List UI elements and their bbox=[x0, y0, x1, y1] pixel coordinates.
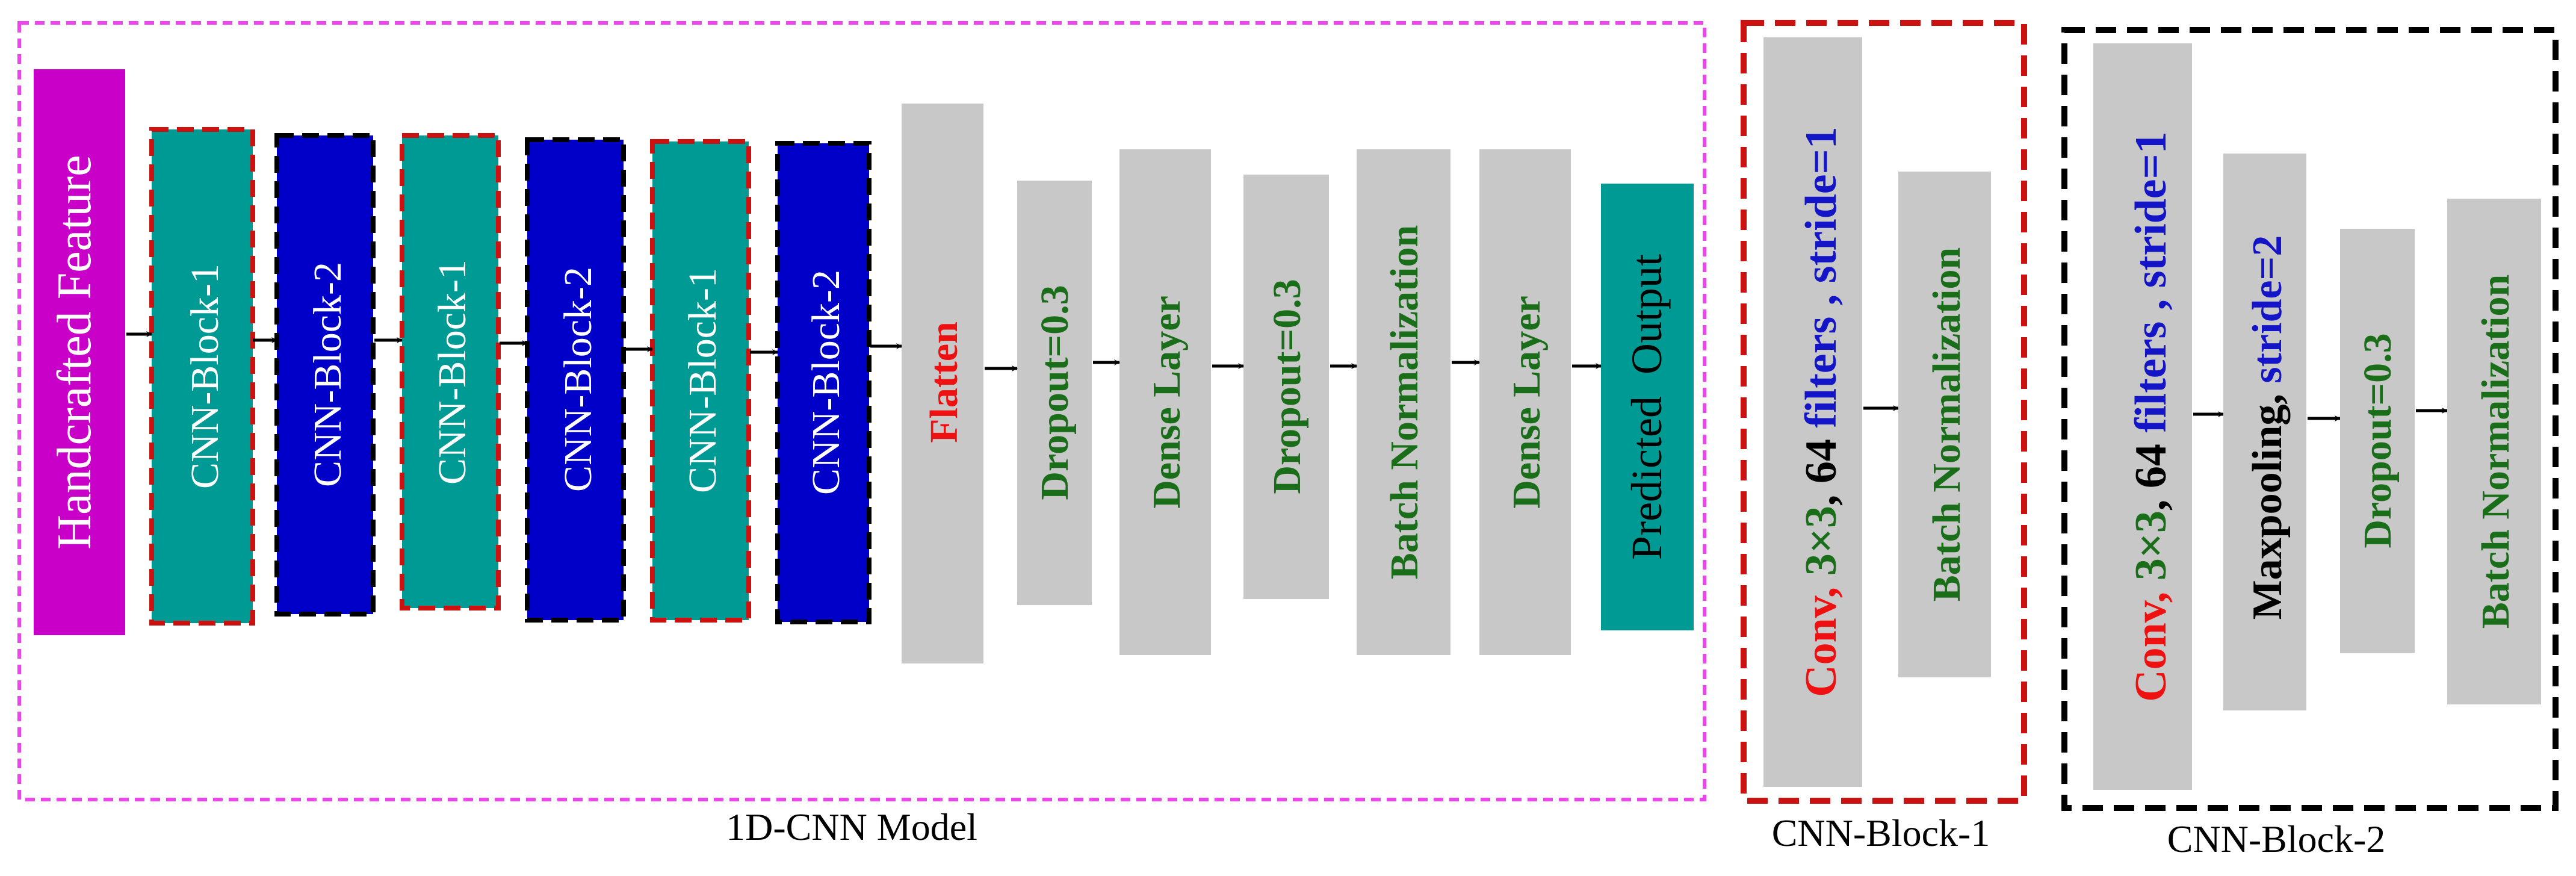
block2-conv-label: Conv, 3×3, 64 filters , stride=1 bbox=[2126, 131, 2176, 702]
block1-caption: CNN-Block-1 bbox=[1772, 812, 1990, 854]
svg-text:CNN-Block-2: CNN-Block-2 bbox=[306, 262, 350, 487]
flatten-box bbox=[902, 104, 983, 663]
svg-text:CNN-Block-1: CNN-Block-1 bbox=[430, 259, 474, 485]
dropout-label: Dropout=0.3 bbox=[1265, 279, 1309, 494]
block2-frame bbox=[2061, 27, 2559, 811]
block1-frame bbox=[1741, 20, 2027, 804]
dense-layer-label: Dense Layer bbox=[1145, 296, 1189, 509]
block2-maxpooling-box bbox=[2223, 154, 2306, 710]
dense-layer-box bbox=[1479, 149, 1571, 655]
cnn-block-1-box: CNN-Block-1 bbox=[650, 139, 751, 623]
cnn-block-2-box: CNN-Block-2 bbox=[525, 137, 626, 623]
handcrafted-feature-label: Handcrafted Feature bbox=[48, 155, 101, 549]
batch-normalization-box bbox=[1357, 149, 1451, 655]
batch-normalization-label: Batch Normalization bbox=[1382, 225, 1426, 579]
svg-text:CNN-Block-1: CNN-Block-1 bbox=[183, 264, 227, 489]
block2-batch-normalization-label: Batch Normalization bbox=[2474, 275, 2518, 629]
block2-caption: CNN-Block-2 bbox=[2167, 818, 2386, 860]
block2-batch-normalization-box bbox=[2447, 199, 2541, 704]
block1-batch-normalization-label: Batch Normalization bbox=[1925, 247, 1969, 601]
cnn-block-1-box: CNN-Block-1 bbox=[400, 133, 501, 610]
block2-maxpooling-label: Maxpooling, stride=2 bbox=[2244, 235, 2291, 620]
handcrafted-feature-box bbox=[34, 69, 125, 635]
predicted-output-box bbox=[1601, 184, 1694, 630]
block1-conv-box bbox=[1763, 37, 1862, 787]
flatten-label: Flatten bbox=[922, 322, 966, 443]
dense-layer-label: Dense Layer bbox=[1505, 296, 1549, 509]
svg-text:CNN-Block-1: CNN-Block-1 bbox=[681, 268, 725, 493]
block2-dropout-label: Dropout=0.3 bbox=[2356, 333, 2400, 548]
model-frame bbox=[17, 21, 1706, 801]
svg-text:CNN-Block-2: CNN-Block-2 bbox=[804, 270, 848, 495]
dropout-box bbox=[1243, 175, 1329, 599]
flow-arrows bbox=[126, 331, 1602, 371]
dense-layer-box bbox=[1119, 149, 1211, 655]
predicted-output-label: Predicted Output bbox=[1623, 254, 1671, 560]
cnn-block-2-box: CNN-Block-2 bbox=[775, 141, 872, 624]
svg-text:CNN-Block-2: CNN-Block-2 bbox=[556, 267, 600, 492]
block1-batch-normalization-box bbox=[1898, 172, 1991, 677]
cnn-block-1-box: CNN-Block-1 bbox=[149, 127, 255, 626]
block1-conv-label: Conv, 3×3, 64 filters , stride=1 bbox=[1797, 126, 1846, 697]
dropout-box bbox=[1017, 181, 1092, 605]
model-caption: 1D-CNN Model bbox=[726, 806, 977, 848]
block2-conv-box bbox=[2093, 43, 2192, 790]
dropout-label: Dropout=0.3 bbox=[1033, 285, 1077, 500]
block2-dropout-box bbox=[2340, 229, 2415, 653]
cnn-block-2-box: CNN-Block-2 bbox=[274, 133, 376, 617]
